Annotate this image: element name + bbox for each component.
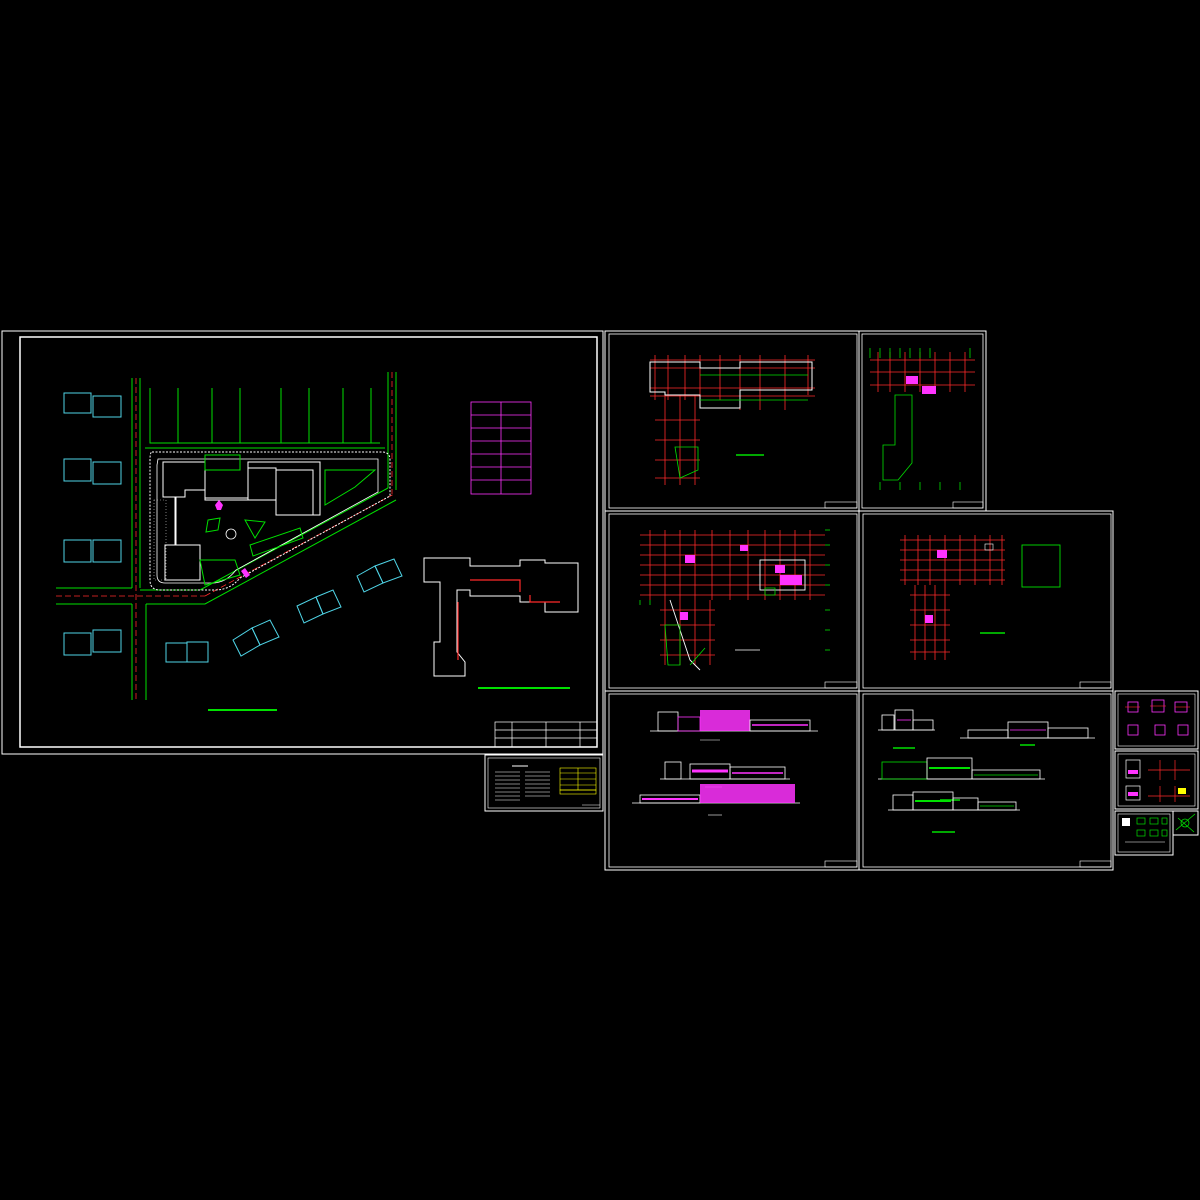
site-legend-table: [470, 401, 532, 495]
elevation-b1: [878, 709, 935, 749]
plan-structure-annex: [1021, 544, 1061, 588]
details-1-sheet[interactable]: [1114, 690, 1199, 750]
plan-ur-green: [869, 348, 971, 490]
plan-ul-grid: [650, 355, 815, 485]
details-2-sheet[interactable]: [1114, 750, 1199, 810]
site-key-plan-route: [457, 579, 560, 660]
elevation-b2: [960, 721, 1095, 746]
neighbor-buildings: [63, 392, 403, 663]
plan-structure-sheet[interactable]: [858, 510, 1114, 692]
plan-ur-grid: [870, 352, 975, 392]
parking-bays: [145, 388, 385, 449]
site-title-block: [494, 721, 598, 748]
elevation-b4: [888, 791, 1020, 833]
index-text-lines: [495, 765, 550, 801]
index-yellow-table: [559, 767, 597, 795]
details-4-sheet[interactable]: [1172, 810, 1199, 836]
site-buildings: [162, 461, 321, 581]
plan-ground-green: [639, 529, 830, 666]
site-plan-sheet[interactable]: [1, 330, 604, 755]
elevations-b-sheet[interactable]: [858, 690, 1114, 871]
details-3-sheet[interactable]: [1114, 810, 1174, 856]
plan-upper-right-sheet[interactable]: [858, 330, 987, 512]
site-entrance-arrows: [215, 500, 250, 578]
plan-ground-magenta: [680, 545, 802, 620]
site-boundary: [149, 451, 391, 591]
elevations-a-sheet[interactable]: [604, 690, 860, 871]
elevation-a2: [660, 761, 790, 788]
plan-structure-grid: [900, 535, 1005, 660]
plan-ground-sheet[interactable]: [604, 510, 860, 692]
site-key-plan: [423, 557, 579, 677]
road-centerlines: [56, 372, 395, 700]
plan-ul-walls: [649, 361, 813, 409]
site-fountain: [225, 528, 237, 540]
elevation-b3: [878, 757, 1045, 801]
plan-upper-left-sheet[interactable]: [604, 330, 860, 512]
plan-ground-walls: [669, 559, 806, 671]
site-landscape: [199, 454, 377, 586]
drawing-index-sheet[interactable]: [484, 754, 604, 812]
elevation-a1: [650, 710, 818, 741]
elevation-a3: [632, 784, 800, 816]
plan-ground-grid: [640, 530, 825, 665]
plan-ul-green: [674, 374, 808, 479]
roads: [56, 372, 397, 700]
